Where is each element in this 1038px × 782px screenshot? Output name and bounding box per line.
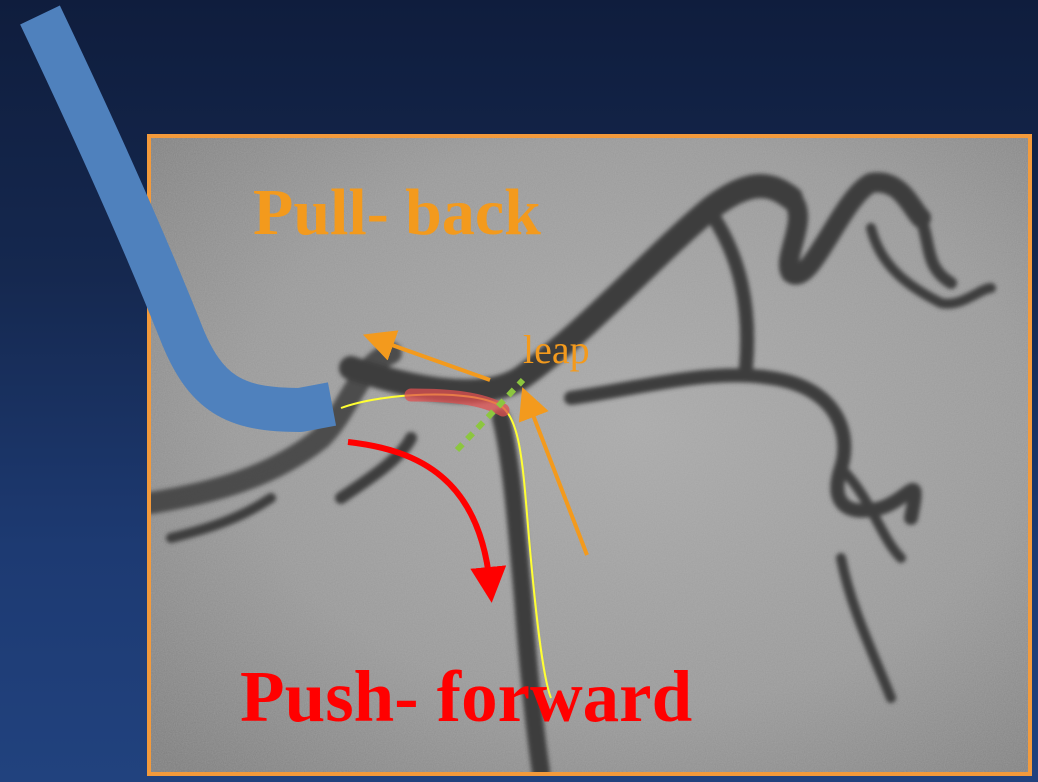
leap-arrow (528, 402, 587, 555)
pull-back-label: Pull- back (253, 180, 541, 246)
leap-label: leap (523, 330, 590, 370)
pull-back-arrow (378, 340, 490, 380)
push-forward-label: Push- forward (240, 660, 692, 733)
push-forward-arrow (348, 442, 490, 585)
